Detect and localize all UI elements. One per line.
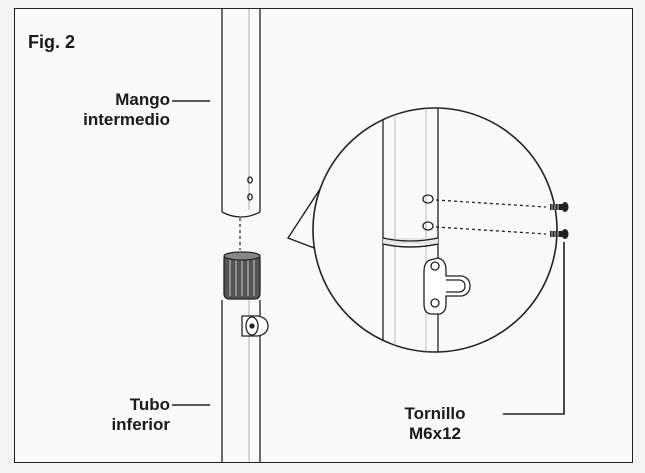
label-lower-pole-line2: inferior	[111, 415, 170, 434]
detail-hole-lower	[422, 221, 434, 231]
label-lower-pole-line1: Tubo	[129, 395, 170, 414]
screw-path-lower	[435, 226, 547, 235]
label-screw-line2: M6x12	[409, 424, 461, 443]
figure-label: Fig. 2	[28, 32, 76, 52]
leader-screw	[503, 242, 565, 415]
upper-pole-hole	[247, 193, 253, 201]
upper-pole	[221, 9, 261, 218]
screw-path-upper	[435, 199, 547, 208]
upper-pole-hole	[247, 176, 253, 184]
detail-view	[382, 108, 471, 352]
label-screw-line1: Tornillo	[404, 404, 466, 423]
lower-pole	[221, 251, 269, 462]
screw	[550, 202, 569, 212]
label-lower-pole: Tubo inferior	[76, 395, 170, 435]
screw	[550, 229, 569, 239]
label-upper-pole-line2: intermedio	[83, 110, 170, 129]
label-screw: Tornillo M6x12	[370, 404, 500, 444]
detail-callout	[286, 107, 558, 353]
label-upper-pole: Mango intermedio	[54, 90, 170, 130]
label-upper-pole-line1: Mango	[115, 90, 170, 109]
detail-hole-upper	[422, 194, 434, 204]
